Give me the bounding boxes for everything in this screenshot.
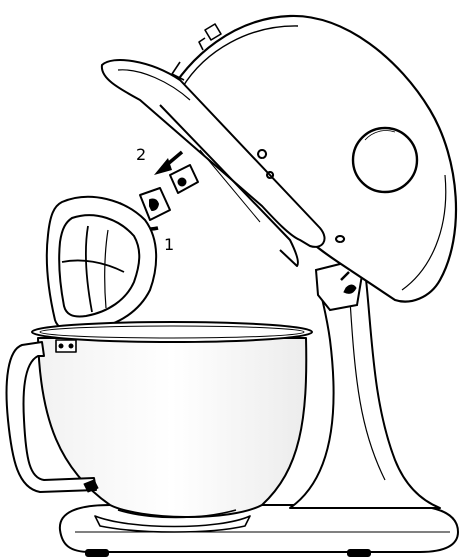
- flat-beater: [47, 197, 156, 331]
- step-1-label: 1: [164, 235, 174, 254]
- mixing-bowl: [32, 322, 312, 532]
- stand-base: [60, 505, 458, 556]
- speed-dial: [353, 128, 417, 192]
- beater-coupler: [140, 188, 170, 220]
- step-2-label: 2: [136, 145, 146, 164]
- stand-column: [290, 270, 440, 508]
- beater-shaft: [170, 165, 198, 193]
